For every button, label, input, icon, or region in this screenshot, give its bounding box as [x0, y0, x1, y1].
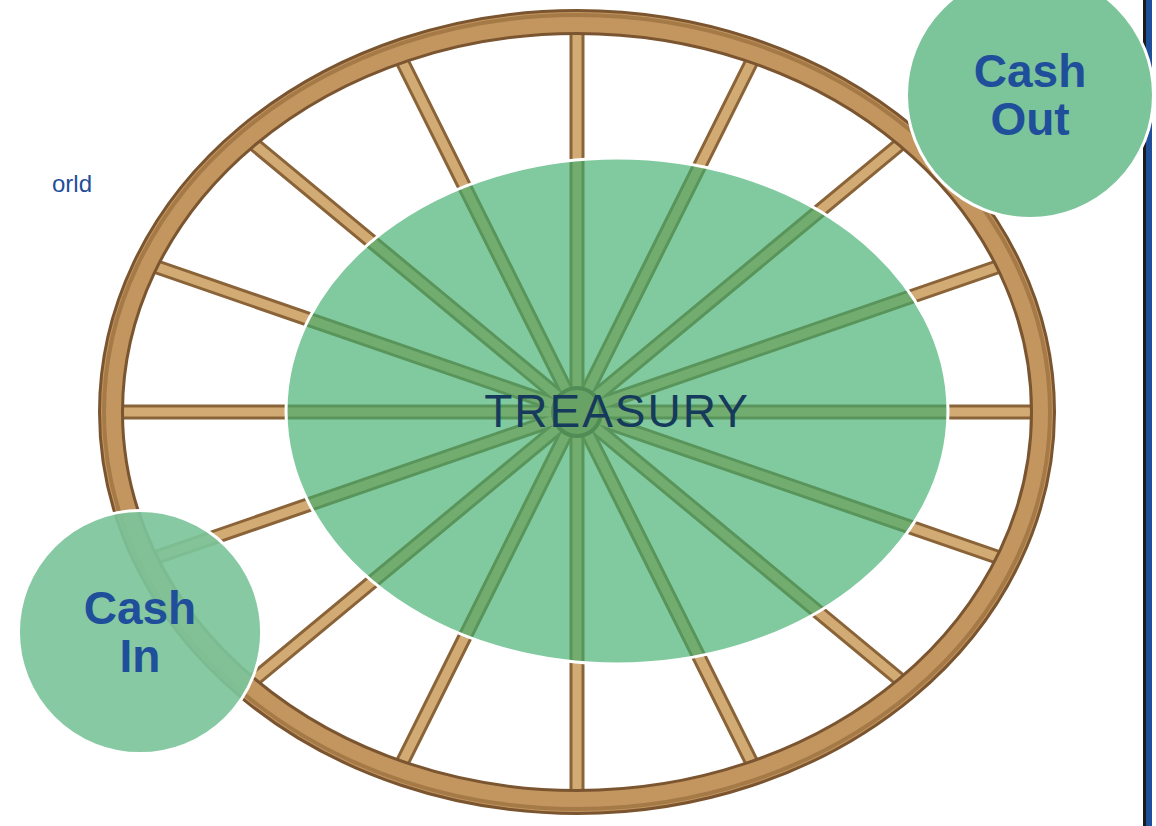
partial-heading-text: orld	[52, 170, 92, 198]
cash-in-circle: Cash In	[17, 509, 263, 755]
treasury-ellipse: TREASURY	[282, 155, 952, 667]
node-label: Cash In	[65, 584, 215, 681]
cash-out-circle: Cash Out	[905, 0, 1155, 220]
node-label: Cash Out	[955, 47, 1105, 144]
node-label: TREASURY	[484, 387, 750, 435]
wheel-spokes	[122, 34, 1032, 790]
